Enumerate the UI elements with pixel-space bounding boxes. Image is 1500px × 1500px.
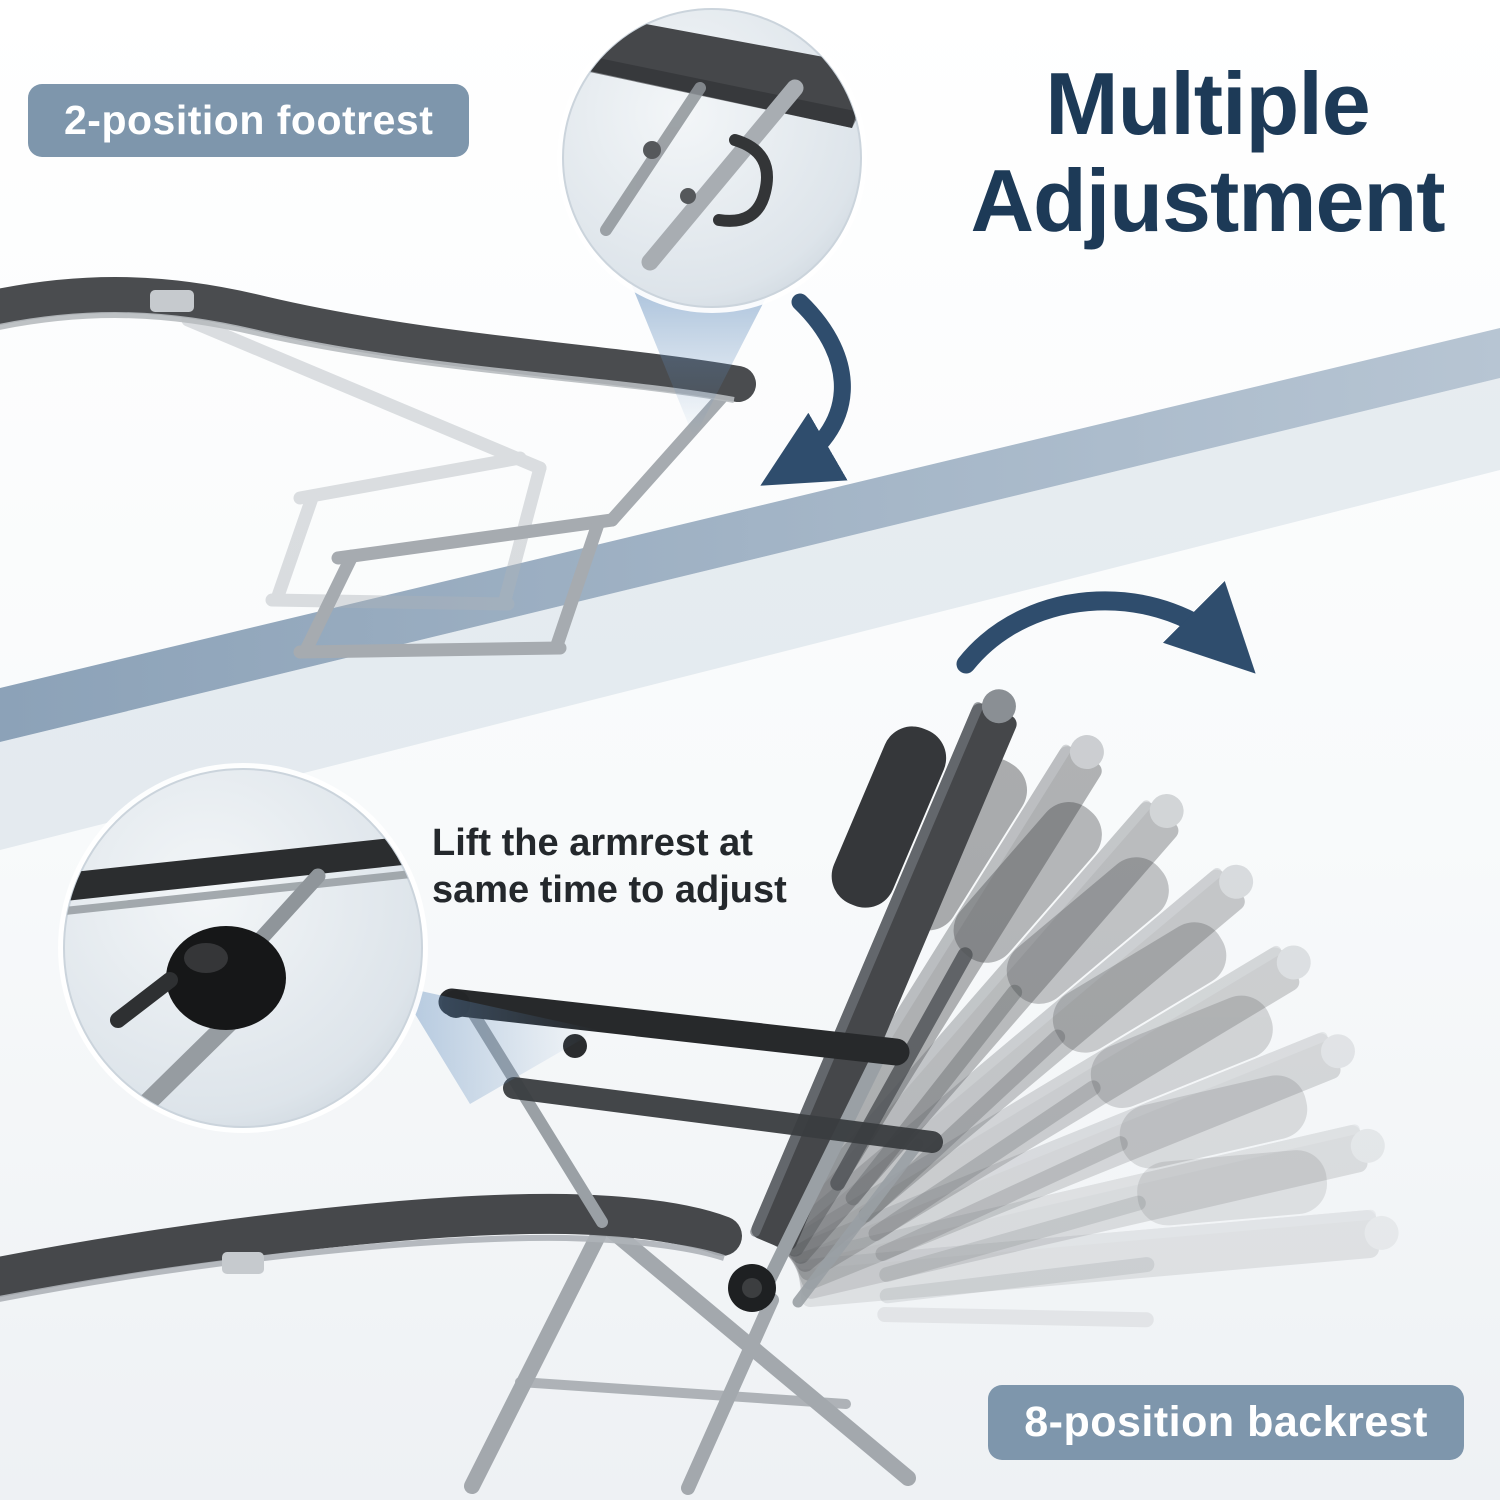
backrest-ghost-fan bbox=[701, 690, 1404, 1350]
diagonal-band bbox=[0, 328, 1500, 850]
headline-line1: Multiple bbox=[1045, 54, 1370, 153]
flat-lounger-illustration bbox=[0, 277, 756, 659]
footrest-frame bbox=[293, 383, 735, 659]
footrest-ghost-position bbox=[181, 313, 547, 611]
backrest-arrow-icon bbox=[956, 580, 1256, 674]
lounger-seat-fabric bbox=[0, 277, 756, 402]
footrest-arrow-icon bbox=[760, 293, 851, 486]
headline: Multiple Adjustment bbox=[935, 54, 1480, 250]
reclined-chair-illustration bbox=[0, 655, 1404, 1495]
seat-fold-plate bbox=[222, 1252, 264, 1274]
footrest-badge: 2-position footrest bbox=[28, 84, 470, 157]
armrest-rail-closeup bbox=[64, 834, 422, 902]
backrest-badge: 8-position backrest bbox=[988, 1385, 1464, 1460]
footrest-lock-hook bbox=[713, 134, 773, 227]
armrest-pivot-knob-closeup bbox=[166, 926, 286, 1030]
fold-joint-plate bbox=[150, 290, 194, 312]
headline-line2: Adjustment bbox=[970, 150, 1446, 250]
armrest-note-line2: same time to adjust bbox=[432, 869, 787, 912]
armrest-far bbox=[503, 1077, 943, 1153]
chair-legs bbox=[464, 1216, 916, 1495]
armrest-note: Lift the armrest at same time to adjust bbox=[432, 820, 787, 914]
armrest-near bbox=[438, 988, 910, 1066]
armrest-detail-inset bbox=[58, 763, 598, 1133]
seat-fabric bbox=[0, 1193, 742, 1298]
armrest-note-line1: Lift the armrest at bbox=[432, 822, 753, 864]
footrest-detail-inset bbox=[557, 3, 867, 438]
